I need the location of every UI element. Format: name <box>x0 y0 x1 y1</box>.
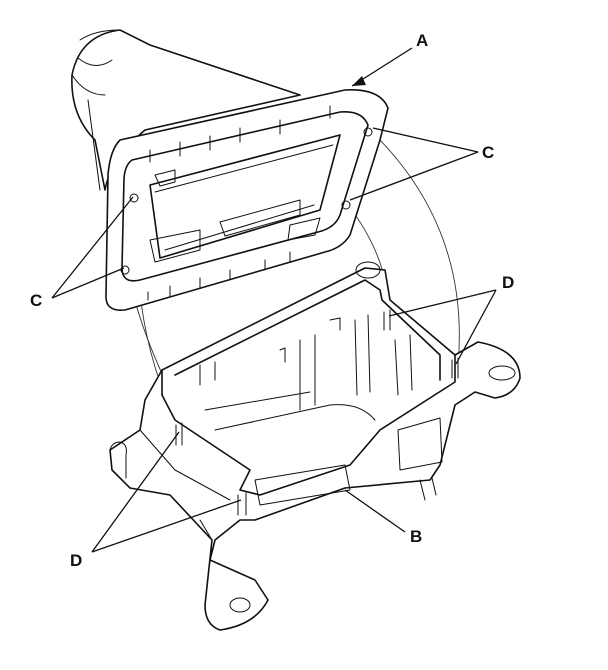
leader-d-left-2 <box>91 499 242 553</box>
callout-label-d-right: D <box>502 273 514 292</box>
leader-c-left-1 <box>51 196 134 299</box>
leader-d-right-2 <box>455 289 497 365</box>
leader-c-right-2 <box>349 151 479 201</box>
leader-c-left-2 <box>51 267 125 299</box>
leader-b <box>344 489 406 533</box>
callout-label-c-right: C <box>482 143 494 162</box>
air-cleaner-cover <box>71 29 389 312</box>
callout-label-a: A <box>416 31 428 50</box>
leader-c-right-1 <box>372 127 479 153</box>
callout-label-c-left: C <box>30 291 42 310</box>
air-cleaner-housing <box>109 261 521 631</box>
leader-d-left-1 <box>91 431 180 553</box>
arrowheads <box>352 76 366 86</box>
leader-d-right-1 <box>388 289 497 317</box>
leader-lines <box>51 47 497 553</box>
callout-label-d-left: D <box>70 551 82 570</box>
callout-label-b: B <box>410 527 422 546</box>
